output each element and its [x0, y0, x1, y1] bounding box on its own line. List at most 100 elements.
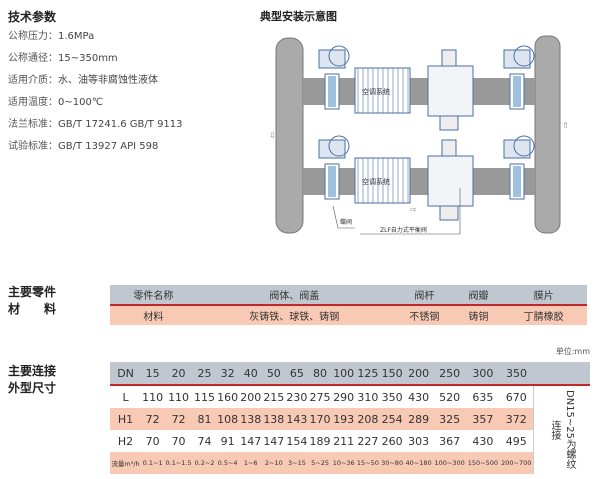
- dims-cell: 3~15: [285, 452, 309, 474]
- dims-cell: 50: [262, 362, 286, 386]
- parts-cell: 材料: [110, 305, 197, 325]
- dims-cell: H2: [117, 434, 134, 448]
- parts-header-cell: 阀杆: [391, 285, 457, 306]
- dims-cell: 290: [333, 390, 355, 404]
- spec-item: 公称通径：15~350mm: [8, 53, 118, 64]
- dims-cell: 15~50: [355, 452, 380, 474]
- dims-cell: 10~36: [331, 452, 356, 474]
- parts-header-cell: 膜片: [500, 285, 587, 306]
- dims-cell: 200: [404, 362, 433, 386]
- dims-cell: 350: [499, 362, 534, 386]
- butterfly-label: 蝶阀: [340, 218, 352, 226]
- dims-cell: 72: [164, 408, 193, 430]
- parts-cell: 灰铸铁、球铁、铸钢: [196, 305, 392, 325]
- dims-cell: 115: [193, 390, 215, 404]
- dims-cell: 138: [262, 408, 286, 430]
- dims-cell: 289: [404, 408, 433, 430]
- dims-cell: 100: [331, 362, 356, 386]
- dims-cell: 80: [308, 362, 332, 386]
- dims-cell: 138: [239, 408, 263, 430]
- dims-cell: 110: [142, 390, 164, 404]
- dims-cell: 40: [239, 362, 263, 386]
- dims-cell: 189: [309, 434, 331, 448]
- dims-title: 主要连接外型尺寸: [8, 364, 57, 395]
- dims-cell: 367: [439, 434, 461, 448]
- unit-label: 单位:mm: [555, 347, 590, 356]
- dims-cell: 227: [357, 434, 379, 448]
- dims-cell: 125: [355, 362, 380, 386]
- parts-header-cell: 零件名称: [110, 285, 197, 306]
- dims-cell: 0.5~4: [216, 452, 240, 474]
- spec-item: 适用温度：0~100℃: [8, 97, 104, 108]
- parts-cell: 丁腈橡胶: [500, 305, 587, 325]
- aircon-label: 空调系统: [362, 177, 390, 186]
- dims-cell: H1: [110, 408, 142, 430]
- dims-cell: 154: [286, 434, 308, 448]
- dims-cell: 215: [263, 390, 285, 404]
- dims-cell: 15: [141, 362, 165, 386]
- dims-cell: 72: [141, 408, 165, 430]
- dims-cell: DN: [110, 362, 142, 386]
- dims-cell: 635: [472, 390, 494, 404]
- dims-cell: 110: [168, 390, 190, 404]
- dims-cell: 303: [408, 434, 430, 448]
- dims-cell: 100~300: [432, 452, 467, 474]
- parts-cell: 铸铜: [456, 305, 501, 325]
- dims-cell: 372: [499, 408, 534, 430]
- dims-cell: 143: [285, 408, 309, 430]
- dims-cell: 310: [357, 390, 379, 404]
- dims-cell: 230: [286, 390, 308, 404]
- parts-header-cell: 阀体、阀盖: [196, 285, 392, 306]
- dims-cell: 1~6: [239, 452, 263, 474]
- dims-cell: 30~80: [380, 452, 405, 474]
- dims-cell: 670: [505, 390, 527, 404]
- svg-text:⇨: ⇨: [410, 205, 417, 214]
- parts-header-cell: 阀瓣: [456, 285, 501, 306]
- dims-cell: 357: [466, 408, 500, 430]
- dims-cell: 150~500: [466, 452, 500, 474]
- dims-cell: 211: [333, 434, 355, 448]
- parts-material-row: 材料灰铸铁、球铁、铸钢不锈钢铸铜丁腈橡胶: [110, 305, 587, 325]
- dims-cell: 147: [240, 434, 262, 448]
- dims-cell: 20: [164, 362, 193, 386]
- diagram-title: 典型安装示意图: [260, 10, 337, 23]
- dims-cell: 2~10: [262, 452, 286, 474]
- aircon-label: 空调系统: [362, 87, 390, 96]
- dims-cell: 0.2~2: [192, 452, 217, 474]
- dims-cell: 430: [408, 390, 430, 404]
- dims-cell: 250: [432, 362, 467, 386]
- dims-cell: 520: [439, 390, 461, 404]
- dims-cell: 70: [145, 434, 160, 448]
- dims-cell: 300: [466, 362, 500, 386]
- dims-cell: 0.1~1.5: [164, 452, 193, 474]
- thread-note: DN15~25为螺纹连接: [533, 385, 590, 474]
- dims-cell: 200~700: [499, 452, 534, 474]
- dims-cell: 5~25: [308, 452, 332, 474]
- dims-cell: 25: [192, 362, 217, 386]
- parts-title: 主要零件材 料: [8, 285, 57, 316]
- dims-cell: 495: [505, 434, 527, 448]
- dims-cell: L: [122, 390, 129, 404]
- dims-cell: 150: [380, 362, 405, 386]
- svg-text:⇩: ⇩: [269, 131, 276, 140]
- svg-text:⇧: ⇧: [562, 121, 569, 130]
- dims-cell: 32: [216, 362, 240, 386]
- dims-cell: 0.1~1: [141, 452, 165, 474]
- dims-cell: 流量m³/h: [110, 452, 142, 474]
- spec-item: 适用介质：水、油等非腐蚀性液体: [8, 75, 158, 86]
- dims-cell: 260: [381, 434, 403, 448]
- dims-cell: 350: [381, 390, 403, 404]
- dims-cell: 81: [192, 408, 217, 430]
- dims-cell: 91: [220, 434, 235, 448]
- spec-item: 法兰标准：GB/T 17241.6 GB/T 9113: [8, 119, 183, 130]
- valve-label: ZLF自力式平衡阀: [380, 226, 427, 234]
- dims-cell: 70: [171, 434, 186, 448]
- dims-cell: 275: [309, 390, 331, 404]
